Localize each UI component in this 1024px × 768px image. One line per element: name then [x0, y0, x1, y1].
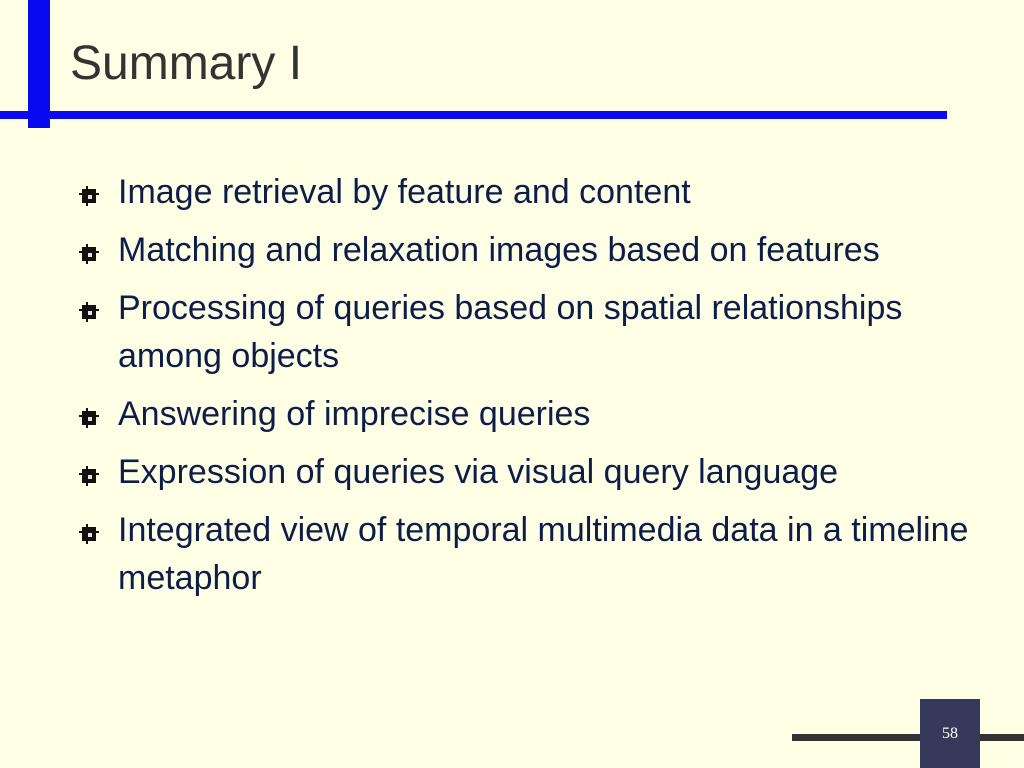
list-item: Integrated view of temporal multimedia d…	[0, 506, 978, 602]
list-item: Expression of queries via visual query l…	[0, 448, 978, 496]
page-title: Summary I	[70, 37, 303, 90]
accent-vertical-bar	[28, 0, 50, 128]
list-item: Image retrieval by feature and content	[0, 168, 978, 216]
bullet-text: Expression of queries via visual query l…	[118, 453, 839, 491]
hash-square-bullet-icon	[79, 302, 99, 322]
list-item: Matching and relaxation images based on …	[0, 226, 978, 274]
list-item: Answering of imprecise queries	[0, 390, 978, 438]
hash-square-bullet-icon	[79, 466, 99, 486]
title-underline-bar	[0, 111, 947, 119]
list-item: Processing of queries based on spatial r…	[0, 284, 978, 380]
hash-square-bullet-icon	[79, 186, 99, 206]
footer-rule	[792, 734, 1024, 741]
hash-square-bullet-icon	[79, 244, 99, 264]
bullet-text: Image retrieval by feature and content	[118, 173, 691, 211]
bullet-text: Processing of queries based on spatial r…	[118, 289, 903, 375]
bullet-list: Image retrieval by feature and content M…	[0, 168, 1000, 612]
bullet-text: Integrated view of temporal multimedia d…	[118, 511, 969, 597]
page-number-badge: 58	[920, 699, 980, 768]
hash-square-bullet-icon	[79, 408, 99, 428]
bullet-text: Matching and relaxation images based on …	[118, 231, 880, 269]
hash-square-bullet-icon	[79, 524, 99, 544]
bullet-text: Answering of imprecise queries	[118, 395, 591, 433]
page-number: 58	[942, 724, 958, 742]
